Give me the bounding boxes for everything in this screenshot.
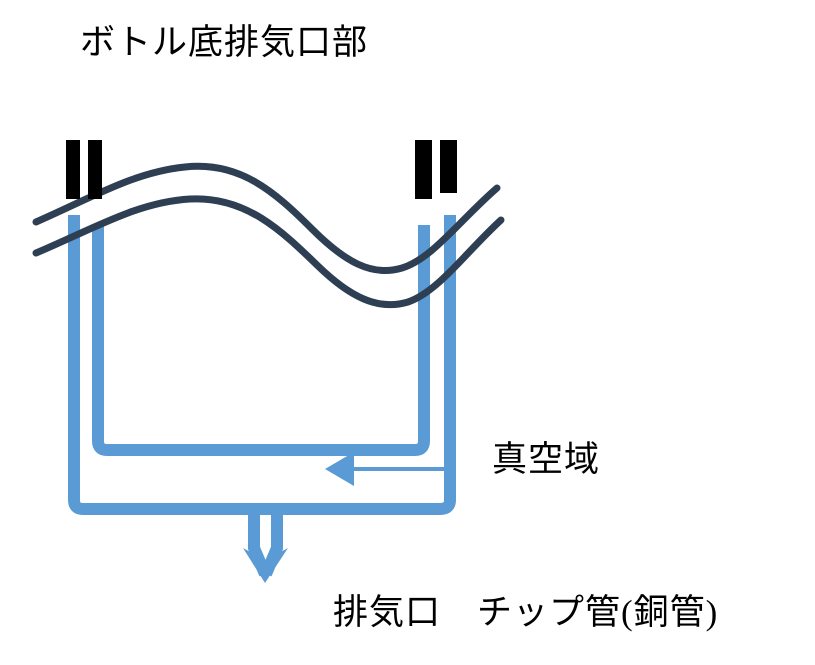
glass-wall-wave-group [32,162,505,309]
electrode-right-inner [415,140,432,199]
lower-wave-line [32,195,505,309]
electrode-left-inner [88,140,102,199]
page-title: ボトル底排気口部 [80,23,369,62]
exhaust-tip-tube-label: 排気口 チップ管(銅管) [333,593,719,632]
upper-wave-line [32,162,501,275]
electrodes-group [66,140,457,199]
electrode-left-outer [66,140,80,199]
exhaust-tip-tube-arrow [243,503,288,583]
vacuum-envelope-group [68,215,456,515]
outer-envelope-wall [68,215,456,515]
vacuum-flow-arrow [325,452,445,486]
inner-envelope-wall [92,225,430,456]
electrode-right-outer [440,140,457,193]
tip-tube-arrow-head [243,548,288,583]
vacuum-arrow-head [325,452,354,486]
vacuum-region-label: 真空域 [492,440,601,479]
